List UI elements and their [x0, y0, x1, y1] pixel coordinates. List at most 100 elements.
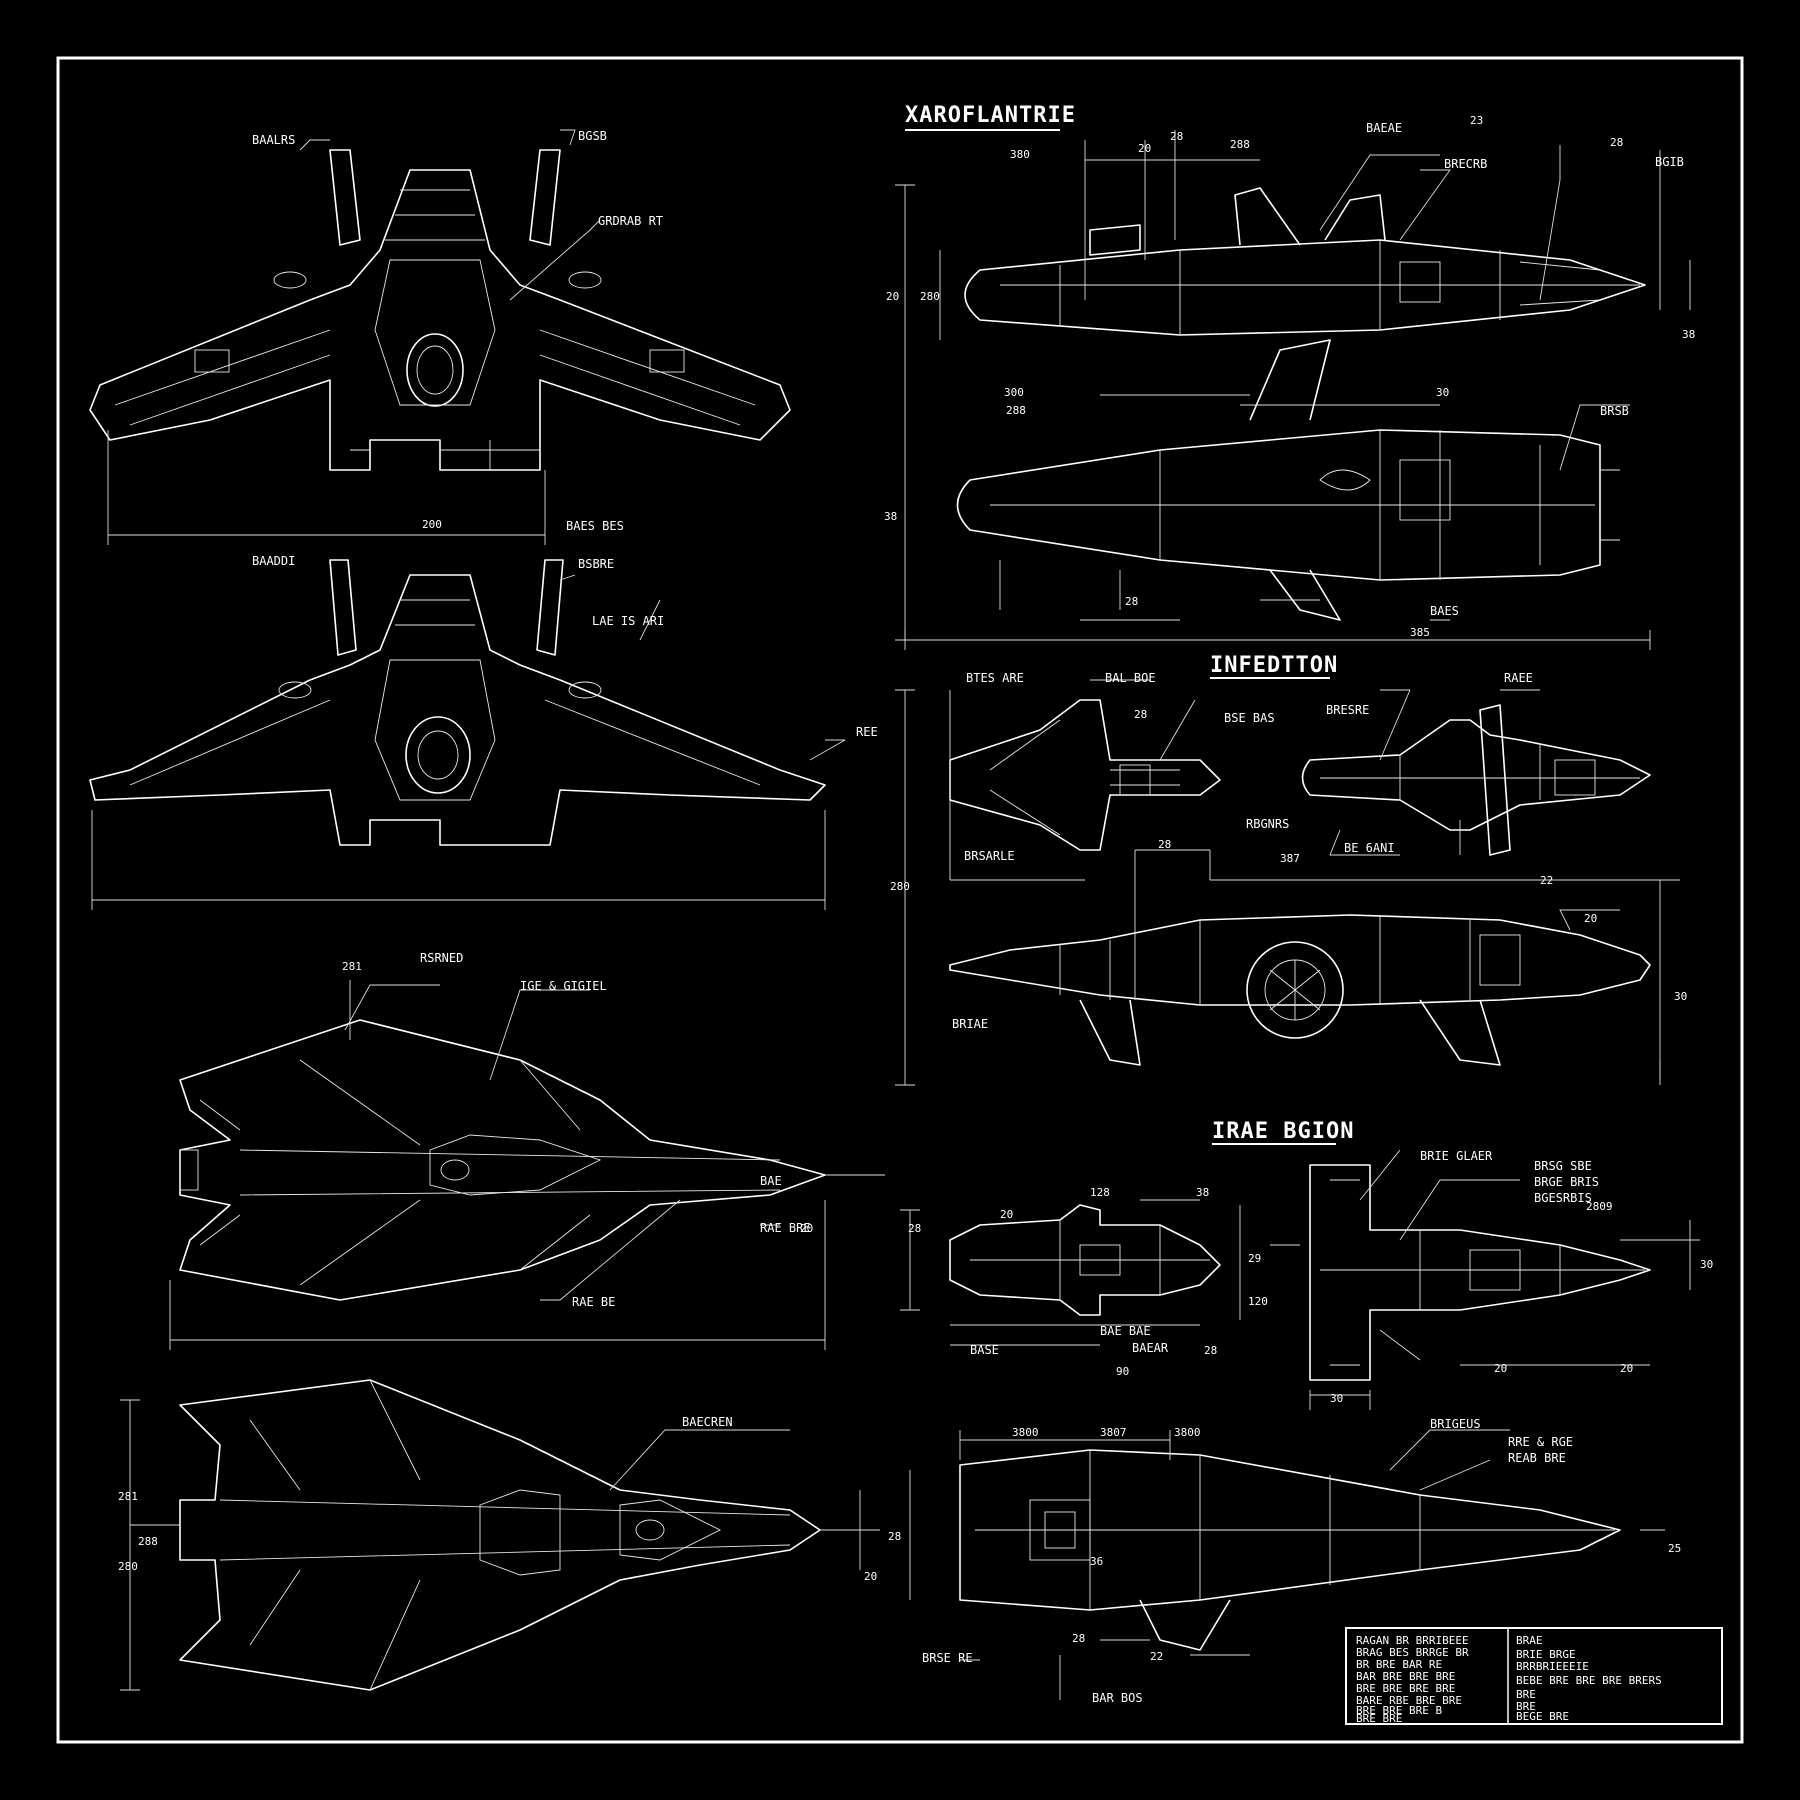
- dimension-value: 28: [1125, 595, 1138, 608]
- section-dims: [895, 679, 1680, 1086]
- title-block-row: BRE BRE BRE BRE: [1356, 1682, 1455, 1695]
- side-view-upper: [964, 187, 1646, 336]
- callout-label: BRIAE: [952, 1017, 988, 1031]
- detail-dims: [900, 1149, 1700, 1700]
- callout-label: BRIE GLAER: [1420, 1149, 1493, 1163]
- callout-label: BRIGEUS: [1430, 1417, 1481, 1431]
- callout-label: BAL BOE: [1105, 671, 1156, 685]
- callout-label: RRE & RGE: [1508, 1435, 1573, 1449]
- title-block-text: RAGAN BR BRRIBEEE BRAG BES BRRGE BR BR B…: [1356, 1634, 1662, 1725]
- callout-label: BAEAR: [1132, 1341, 1169, 1355]
- dimension-value: 280: [890, 880, 910, 893]
- callout-label: IGE & GIGIEL: [520, 979, 607, 993]
- dimension-value: 28: [888, 1530, 901, 1543]
- dimension-value: 25: [1668, 1542, 1681, 1555]
- title-block-row: BRIE BRGE: [1516, 1648, 1576, 1661]
- callout-labels: BAALRS BGSB GRDRAB RT BAADDI BAES BES BS…: [252, 121, 1684, 1705]
- dimension-value: 3807: [1100, 1426, 1127, 1439]
- side-view-lower: [956, 339, 1620, 621]
- title-block-row: BRAE: [1516, 1634, 1543, 1647]
- dimension-value: 28: [1158, 838, 1171, 851]
- dimension-value: 29: [1248, 1252, 1261, 1265]
- callout-label: BAALRS: [252, 133, 295, 147]
- bottom-view: [120, 1379, 880, 1691]
- dimension-value: 3800: [1012, 1426, 1039, 1439]
- callout-label: BRECRB: [1444, 157, 1487, 171]
- dimension-figures: 200 281 28 20 281 280 20 380 20 288 28 2…: [118, 114, 1713, 1663]
- section-side: [949, 914, 1651, 1066]
- callout-label: RAE BE: [572, 1295, 615, 1309]
- dimension-value: 20: [1138, 142, 1151, 155]
- callout-label: BAES BES: [566, 519, 624, 533]
- callout-label: BAEAE: [1366, 121, 1402, 135]
- dimension-value: 288: [1230, 138, 1250, 151]
- callout-label: BTES ARE: [966, 671, 1024, 685]
- detail-long: [959, 1449, 1621, 1651]
- callout-label: RAE BRE: [760, 1221, 811, 1235]
- dimension-value: 387: [1280, 852, 1300, 865]
- dimension-value: 20: [886, 290, 899, 303]
- callout-label: BSE BAS: [1224, 711, 1275, 725]
- title-block-row: RAGAN BR BRRIBEEE: [1356, 1634, 1469, 1647]
- title-block-row: BAR BRE BRE BRE: [1356, 1670, 1455, 1683]
- callout-label: BASE: [970, 1343, 999, 1357]
- callout-label: LAE IS ARI: [592, 614, 664, 628]
- dimension-value: 20: [1494, 1362, 1507, 1375]
- callout-label: BSBRE: [578, 557, 614, 571]
- dimension-value: 281: [118, 1490, 138, 1503]
- dimension-value: 30: [1330, 1392, 1343, 1405]
- dimension-value: 28: [1134, 708, 1147, 721]
- dimension-value: 20: [1620, 1362, 1633, 1375]
- dimension-value: 38: [1682, 328, 1695, 341]
- callout-label: BAR BOS: [1092, 1691, 1143, 1705]
- detail-right: [1309, 1164, 1651, 1381]
- title-block-row: BRE BRE BRE B: [1356, 1704, 1442, 1717]
- callout-label: BRGE BRIS: [1534, 1175, 1599, 1189]
- sheet-border: [56, 56, 1744, 1744]
- dimension-value: 22: [1540, 874, 1553, 887]
- dimension-value: 20: [864, 1570, 877, 1583]
- dimension-value: 30: [1700, 1258, 1713, 1271]
- heading-view-b: INFEDTTON: [1210, 653, 1338, 678]
- dimension-value: 22: [1150, 1650, 1163, 1663]
- dimension-value: 200: [422, 518, 442, 531]
- dimension-value: 20: [800, 1222, 813, 1235]
- dimension-value: 128: [1090, 1186, 1110, 1199]
- dimension-value: 380: [1010, 148, 1030, 161]
- dimension-value: 20: [1584, 912, 1597, 925]
- dimension-value: 23: [1470, 114, 1483, 127]
- callout-label: REE: [856, 725, 878, 739]
- title-block-row: BRRBRIEEEIE: [1516, 1660, 1589, 1673]
- dimension-value: 38: [1196, 1186, 1209, 1199]
- callout-label: BRSG SBE: [1534, 1159, 1592, 1173]
- callout-label: BAE BAE: [1100, 1324, 1151, 1338]
- callout-label: BAES: [1430, 604, 1459, 618]
- title-block: [1345, 1627, 1723, 1725]
- dimension-value: 38: [884, 510, 897, 523]
- headings: XAROFLANTRIE INFEDTTON IRAE BGION: [905, 103, 1354, 1145]
- callout-label: BRSB: [1600, 404, 1629, 418]
- callout-label: BGESRBIS: [1534, 1191, 1592, 1205]
- heading-view-c: IRAE BGION: [1212, 1119, 1354, 1144]
- callout-label: BRSE RE: [922, 1651, 973, 1665]
- side-dims: [895, 130, 1691, 650]
- dimension-value: 280: [118, 1560, 138, 1573]
- callout-label: RAEE: [1504, 671, 1533, 685]
- dimension-value: 90: [1116, 1365, 1129, 1378]
- callout-label: BAADDI: [252, 554, 295, 568]
- dimension-value: 28: [1072, 1632, 1085, 1645]
- title-block-row: BRE: [1516, 1688, 1536, 1701]
- title-block-row: BRAG BES BRRGE BR: [1356, 1646, 1469, 1659]
- callout-label: BRESRE: [1326, 703, 1369, 717]
- dimension-value: 30: [1674, 990, 1687, 1003]
- heading-view-a: XAROFLANTRIE: [905, 103, 1076, 128]
- dimension-value: 300: [1004, 386, 1024, 399]
- front-view-swept: [89, 559, 846, 910]
- dimension-value: 281: [342, 960, 362, 973]
- callout-label: BE 6ANI: [1344, 841, 1395, 855]
- dimension-value: 28: [908, 1222, 921, 1235]
- title-block-row: BEGE BRE: [1516, 1710, 1569, 1723]
- section-top-right: [1301, 704, 1651, 856]
- dimension-value: 3800: [1174, 1426, 1201, 1439]
